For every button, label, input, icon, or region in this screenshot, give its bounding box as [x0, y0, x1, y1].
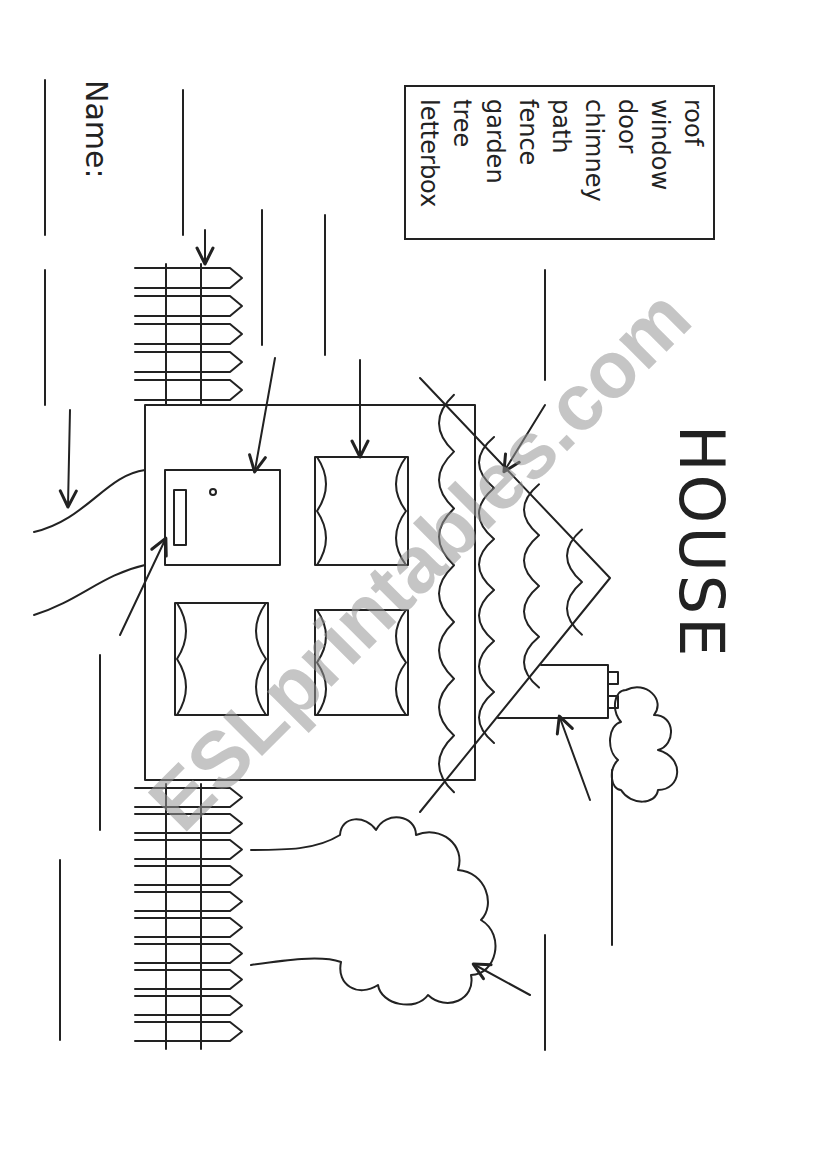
- door: [165, 470, 280, 565]
- fence: [135, 264, 242, 1049]
- chimney: [498, 665, 608, 718]
- roof: [420, 378, 610, 812]
- chimney-pot: [608, 672, 618, 684]
- watermark: ESLprintables.com: [131, 271, 708, 848]
- word: door: [610, 99, 643, 226]
- curtains: [177, 457, 406, 715]
- word: letterbox: [412, 99, 445, 226]
- word: path: [544, 99, 577, 226]
- roof-tiles: [439, 395, 582, 792]
- smoke-cloud: [610, 687, 677, 801]
- word: chimney: [577, 99, 610, 226]
- house-wall: [145, 405, 475, 780]
- window: [315, 610, 408, 715]
- word: tree: [445, 99, 478, 226]
- letterbox: [174, 490, 186, 545]
- leader-arrow: [68, 230, 590, 995]
- tree: [251, 817, 495, 1004]
- garden-path: [34, 470, 145, 532]
- door-knob: [210, 489, 216, 495]
- garden-path: [34, 565, 145, 615]
- word: fence: [511, 99, 544, 226]
- title: HOUSE: [665, 425, 738, 659]
- word: window: [643, 99, 676, 226]
- window: [315, 457, 408, 565]
- word: garden: [478, 99, 511, 226]
- window: [175, 603, 268, 715]
- word: roof: [676, 99, 709, 226]
- word-bank-box: roofwindowdoorchimneypathfencegardentree…: [404, 85, 715, 240]
- name-label: Name:: [79, 80, 114, 179]
